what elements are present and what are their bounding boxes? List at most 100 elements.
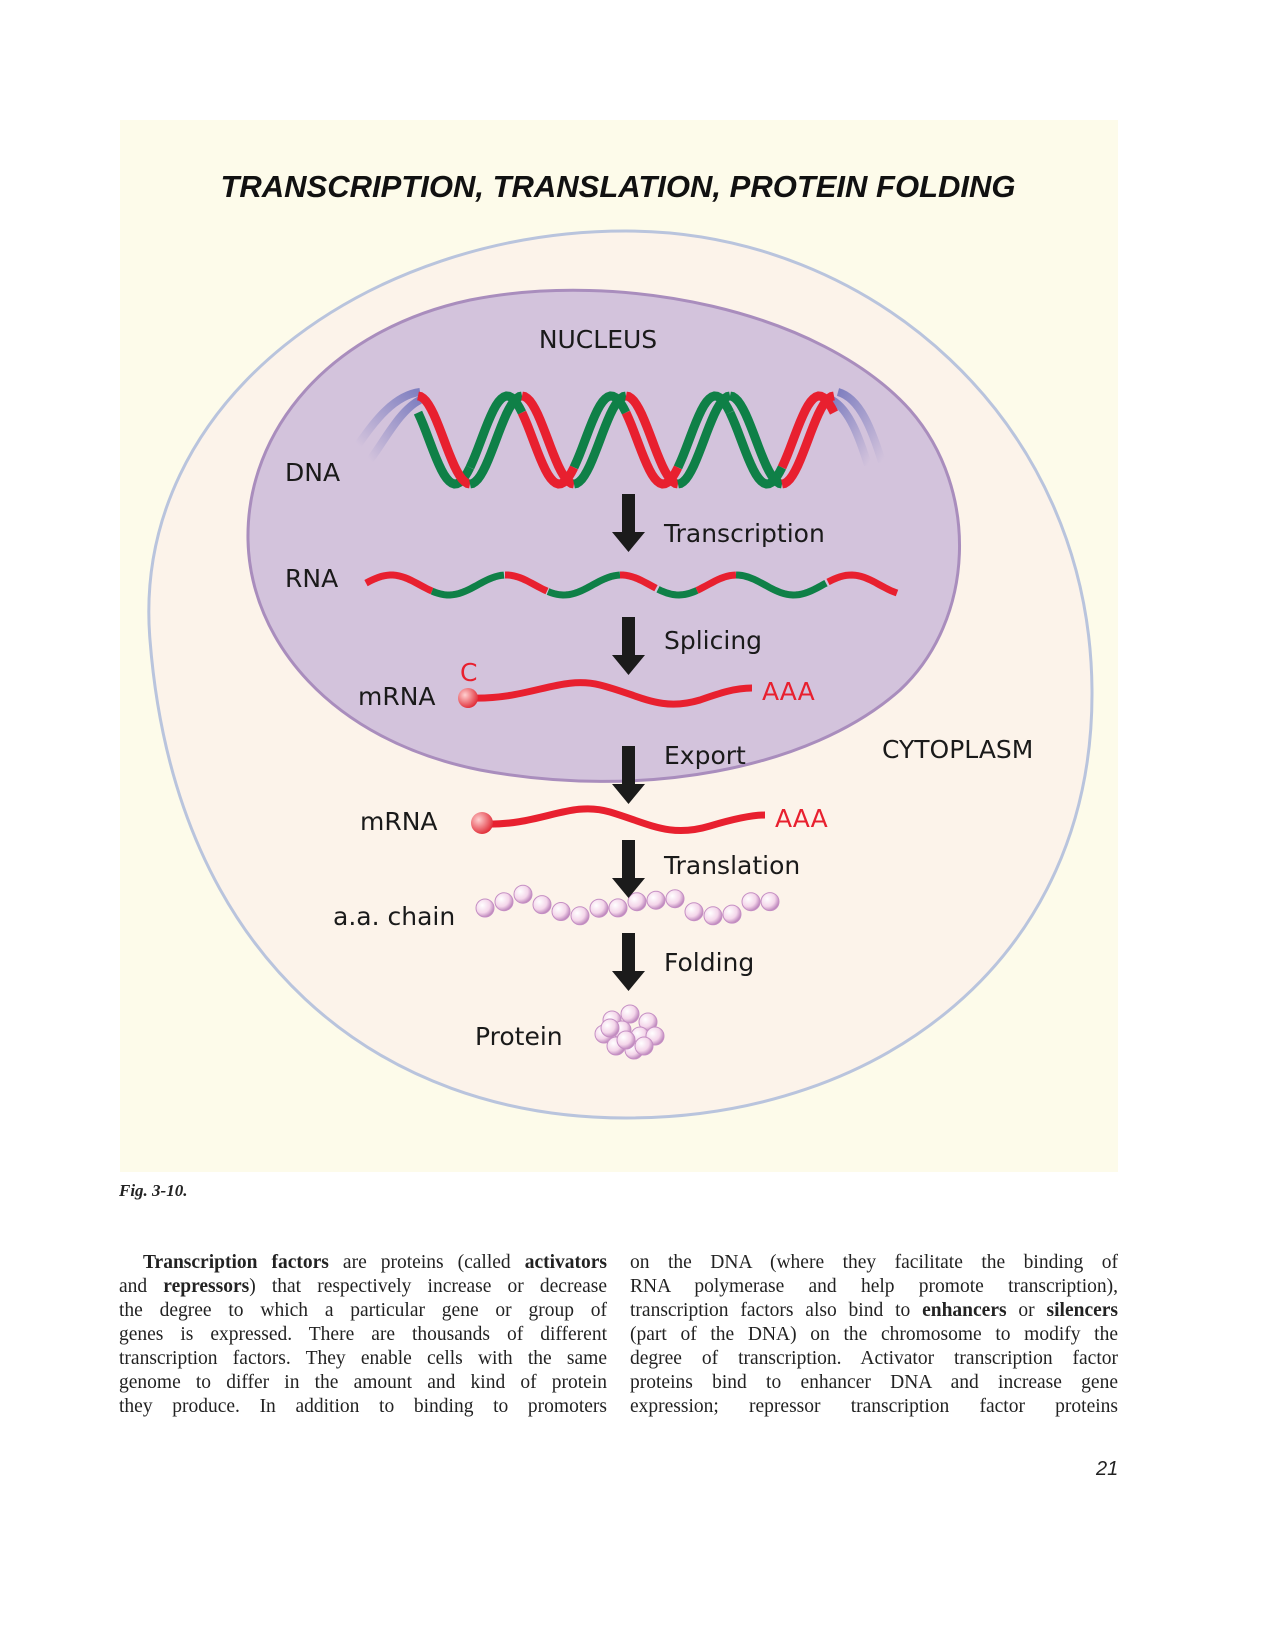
rna-segment	[546, 571, 621, 599]
text-run: or	[1006, 1300, 1047, 1321]
dna-strand-segment	[469, 391, 523, 489]
step-arrow-icon	[612, 494, 645, 552]
text-line: they produce. In addition to binding to …	[119, 1395, 607, 1419]
step-label-splicing: Splicing	[664, 626, 762, 655]
text-run: transcription factors. They enable cells…	[119, 1348, 607, 1369]
rna-segment	[620, 571, 658, 592]
text-run: ) that respectively increase or decrease	[249, 1276, 607, 1297]
step-label-translation: Translation	[663, 851, 800, 880]
amino-acid-bead	[627, 892, 647, 912]
text-run: transcription factors also bind to	[630, 1300, 923, 1321]
text-line: the degree to which a particular gene or…	[119, 1299, 607, 1323]
dna-end-right	[829, 396, 872, 467]
amino-acid-bead	[608, 898, 628, 918]
text-line: genome to differ in the amount and kind …	[119, 1371, 607, 1395]
step-label-export: Export	[664, 741, 746, 770]
dna-strand-segment	[625, 391, 679, 489]
bold-term: enhancers	[922, 1300, 1007, 1321]
body-text-right-column: on the DNA (where they facilitate the bi…	[630, 1251, 1118, 1419]
mrna-cap-icon	[471, 812, 493, 834]
step-label-transcription: Transcription	[663, 519, 825, 548]
rna-segment	[695, 571, 737, 594]
protein-label: Protein	[475, 1022, 563, 1051]
amino-acid-bead	[760, 892, 780, 912]
body-text-left-column: Transcription factors are proteins (call…	[119, 1251, 607, 1419]
nucleus	[246, 288, 962, 783]
text-line: proteins bind to enhancer DNA and increa…	[630, 1371, 1118, 1395]
dna-end-right	[836, 388, 886, 464]
amino-acid-bead	[722, 904, 742, 924]
text-run: RNA polymerase and help promote transcri…	[630, 1276, 1118, 1297]
text-line: genes is expressed. There are thousands …	[119, 1323, 607, 1347]
text-line: RNA polymerase and help promote transcri…	[630, 1275, 1118, 1299]
mrna-cap-icon	[458, 688, 478, 708]
text-run: genome to differ in the amount and kind …	[119, 1372, 607, 1393]
page-number: 21	[1096, 1458, 1119, 1480]
dna-strand-segment	[417, 391, 471, 489]
step-arrow-icon	[612, 617, 645, 675]
protein-bead	[620, 1004, 640, 1024]
amino-acid-bead	[589, 898, 609, 918]
text-run: degree of transcription. Activator trans…	[630, 1348, 1118, 1369]
text-line: transcription factors also bind to enhan…	[630, 1299, 1118, 1323]
mrna-nuclear-label: mRNA	[358, 682, 436, 711]
text-line: and repressors) that respectively increa…	[119, 1275, 607, 1299]
amino-acid-bead	[532, 895, 552, 915]
dna-strand-segment	[521, 391, 575, 489]
amino-acid-bead	[513, 884, 533, 904]
figure-title: TRANSCRIPTION, TRANSLATION, PROTEIN FOLD…	[220, 169, 1015, 204]
text-run: the degree to which a particular gene or…	[119, 1300, 607, 1321]
text-line: transcription factors. They enable cells…	[119, 1347, 607, 1371]
bold-term: silencers	[1046, 1300, 1118, 1321]
text-line: Transcription factors are proteins (call…	[119, 1251, 607, 1275]
amino-acid-bead	[646, 890, 666, 910]
cytoplasm-label: CYTOPLASM	[882, 735, 1033, 764]
bold-term: activators	[524, 1252, 608, 1273]
protein-bead	[616, 1030, 636, 1050]
amino-acid-bead	[475, 898, 495, 918]
nucleus-label: NUCLEUS	[539, 325, 657, 354]
text-run: are proteins (called	[328, 1252, 525, 1273]
text-line: expression; repressor transcription fact…	[630, 1395, 1118, 1419]
rna-segment	[656, 586, 699, 599]
dna-label: DNA	[285, 458, 340, 487]
cap-label: C	[460, 658, 477, 687]
figure-panel: TRANSCRIPTION, TRANSLATION, PROTEIN FOLD…	[120, 120, 1118, 1172]
text-run: and	[119, 1276, 164, 1297]
mrna-cyto-strand	[483, 805, 766, 835]
text-line: (part of the DNA) on the chromosome to m…	[630, 1323, 1118, 1347]
protein-bead	[634, 1036, 654, 1056]
amino-acid-bead	[703, 906, 723, 926]
text-run: genes is expressed. There are thousands …	[119, 1324, 607, 1345]
amino-acid-chain	[475, 884, 780, 926]
step-arrow-icon	[612, 933, 645, 991]
polya-nuclear-label: AAA	[762, 677, 815, 706]
amino-acid-bead	[494, 892, 514, 912]
rna-label: RNA	[285, 564, 338, 593]
dna-end-left	[366, 396, 423, 463]
diagram: TRANSCRIPTION, TRANSLATION, PROTEIN FOLD…	[147, 169, 1094, 1120]
text-run: on the DNA (where they facilitate the bi…	[630, 1252, 1118, 1273]
amino-acid-bead	[741, 892, 761, 912]
text-run: they produce. In addition to binding to …	[119, 1396, 607, 1417]
dna-end-left	[354, 388, 421, 448]
rna-segment	[364, 571, 434, 595]
rna-segment	[735, 571, 828, 599]
aa-chain-label: a.a. chain	[333, 902, 455, 931]
amino-acid-bead	[684, 902, 704, 922]
dna-strand-segment	[573, 391, 627, 489]
dna-strand-segment	[781, 391, 835, 489]
step-arrow-icon	[612, 746, 645, 804]
step-label-folding: Folding	[664, 948, 754, 977]
text-line: on the DNA (where they facilitate the bi…	[630, 1251, 1118, 1275]
bold-term: Transcription factors	[143, 1252, 329, 1273]
amino-acid-bead	[570, 906, 590, 926]
text-line: degree of transcription. Activator trans…	[630, 1347, 1118, 1371]
rna-strand	[364, 571, 899, 599]
dna-strand-segment	[677, 391, 731, 489]
text-run: proteins bind to enhancer DNA and increa…	[630, 1372, 1118, 1393]
step-arrow-icon	[612, 840, 645, 898]
mrna-nuclear-strand	[469, 679, 753, 708]
amino-acid-bead	[551, 902, 571, 921]
figure-caption: Fig. 3-10.	[119, 1181, 188, 1200]
